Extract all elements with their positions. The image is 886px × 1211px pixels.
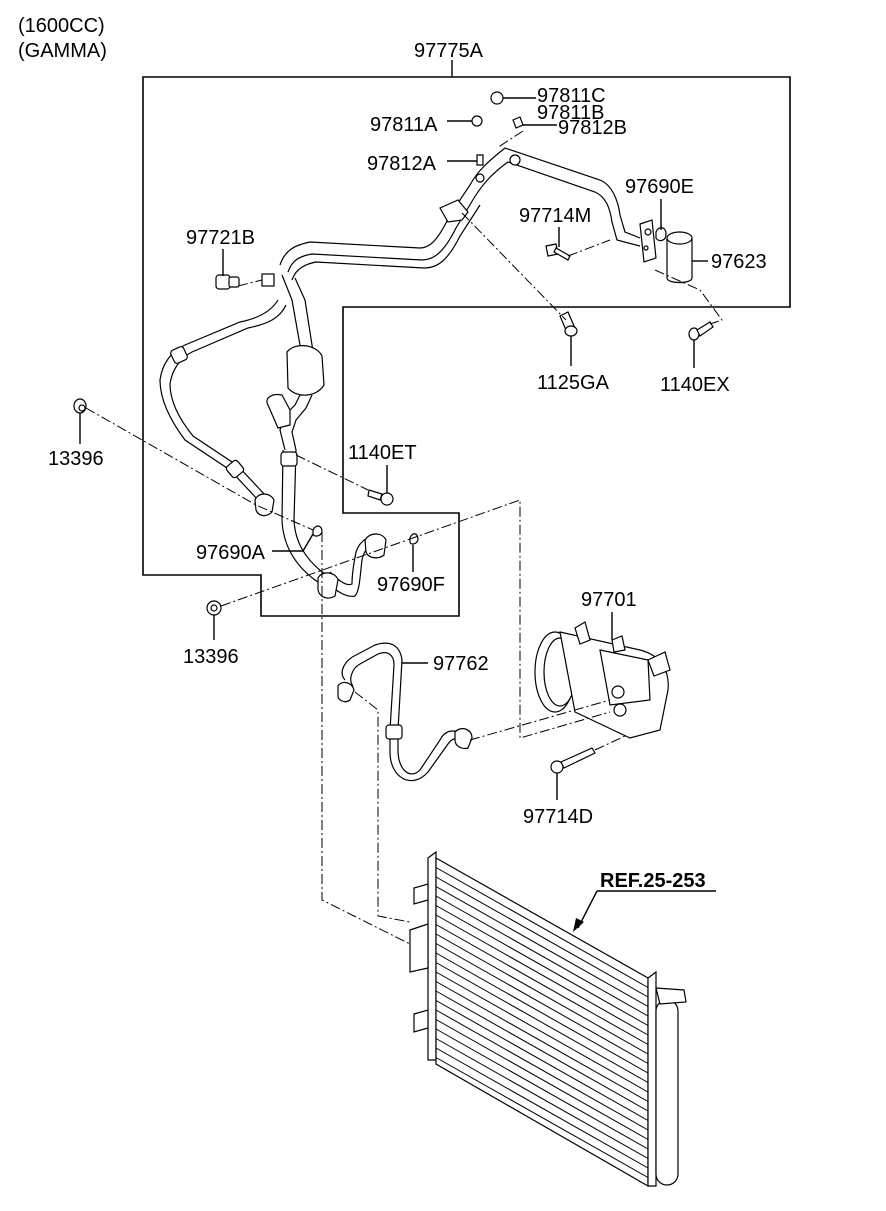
condenser-fin [435, 895, 649, 1017]
o-ring-97690E-icon [655, 227, 667, 242]
engine-displacement-label: (1600CC) [18, 15, 105, 37]
bolt-1125GA-icon [559, 311, 578, 337]
engine-name-label: (GAMMA) [18, 40, 107, 62]
bolt-97714M-icon [545, 243, 571, 261]
part-label-97714D[interactable]: 97714D [523, 806, 593, 828]
assembly-line [220, 499, 611, 739]
condenser-fin [435, 1047, 649, 1169]
assembly-line [567, 239, 611, 257]
part-label-97714M[interactable]: 97714M [519, 205, 591, 227]
part-label-1140ET[interactable]: 1140ET [348, 442, 417, 464]
part-label-13396-upper[interactable]: 13396 [48, 448, 104, 470]
bolt-1140EX-icon [688, 321, 714, 341]
part-label-97623[interactable]: 97623 [711, 251, 767, 273]
part-label-97811A[interactable]: 97811A [370, 114, 438, 136]
condenser-fin [435, 1000, 649, 1121]
leader-97690A [272, 533, 314, 552]
pipe-assembly [159, 147, 657, 599]
part-label-97690F[interactable]: 97690F [377, 574, 445, 596]
condenser-fin [435, 943, 649, 1064]
assembly-line [594, 735, 626, 751]
assembly-line [354, 691, 411, 923]
hose-97762-icon [337, 642, 473, 782]
part-label-97690E[interactable]: 97690E [625, 176, 694, 198]
condenser-fin [435, 1028, 649, 1150]
assembly-line [654, 269, 723, 325]
o-ring-97690A-icon [312, 525, 323, 537]
condenser-fin [435, 914, 649, 1036]
nut-13396-lower-icon [206, 600, 222, 616]
compressor-97701-icon [534, 621, 671, 739]
receiver-drier-97623-icon [666, 231, 693, 284]
condenser-fin [435, 971, 649, 1093]
reference-label[interactable]: REF.25-253 [600, 870, 706, 892]
condenser-fin [435, 1038, 649, 1159]
condenser-fin [435, 924, 649, 1045]
assembly-boundary-97775A [142, 76, 791, 617]
assembly-line [461, 212, 567, 321]
part-label-1140EX[interactable]: 1140EX [660, 374, 730, 396]
assembly-line [295, 454, 369, 491]
assembly-line [237, 279, 263, 287]
bolt-97714D-icon [550, 747, 596, 774]
assembly-line [496, 130, 524, 149]
part-label-97812A[interactable]: 97812A [367, 153, 437, 175]
condenser-fin [435, 1009, 649, 1131]
condenser-fin [435, 1019, 649, 1140]
nut-13396-upper-icon [73, 398, 87, 414]
condenser-fin [435, 981, 649, 1102]
o-ring-97690F-icon [409, 533, 419, 545]
assembly-line [321, 532, 411, 945]
condenser-fin [435, 905, 649, 1026]
part-label-97762[interactable]: 97762 [433, 653, 489, 675]
assembly-line [469, 699, 611, 741]
cap-97811A-icon [471, 115, 483, 127]
condenser-fin [435, 886, 649, 1007]
reference-arrowhead-icon [573, 918, 584, 932]
part-label-97690A[interactable]: 97690A [196, 542, 266, 564]
valve-core-97812B-icon [512, 116, 524, 129]
part-label-97812B[interactable]: 97812B [558, 117, 627, 139]
part-label-97811B[interactable]: 97811B [537, 102, 604, 124]
condenser-icon [409, 850, 687, 1188]
condenser-fin [435, 933, 649, 1055]
valve-core-97812A-icon [476, 154, 484, 166]
part-label-97721B[interactable]: 97721B [186, 227, 255, 249]
condenser-fin [435, 962, 649, 1083]
part-label-97811C[interactable]: 97811C [537, 85, 606, 107]
condenser-fin [435, 1057, 649, 1178]
bolt-1140ET-icon [367, 489, 394, 506]
part-label-13396-lower[interactable]: 13396 [183, 646, 239, 668]
condenser-fin [435, 952, 649, 1074]
condenser-fin [435, 990, 649, 1112]
pressure-switch-97721B-icon [215, 273, 275, 290]
assembly-line [85, 407, 314, 531]
condenser-fin [435, 876, 649, 998]
cap-97811C-icon [490, 91, 504, 105]
part-label-97775A[interactable]: 97775A [414, 40, 484, 62]
part-label-1125GA[interactable]: 1125GA [537, 372, 610, 394]
condenser-fin [435, 867, 649, 988]
part-label-97701[interactable]: 97701 [581, 589, 637, 611]
